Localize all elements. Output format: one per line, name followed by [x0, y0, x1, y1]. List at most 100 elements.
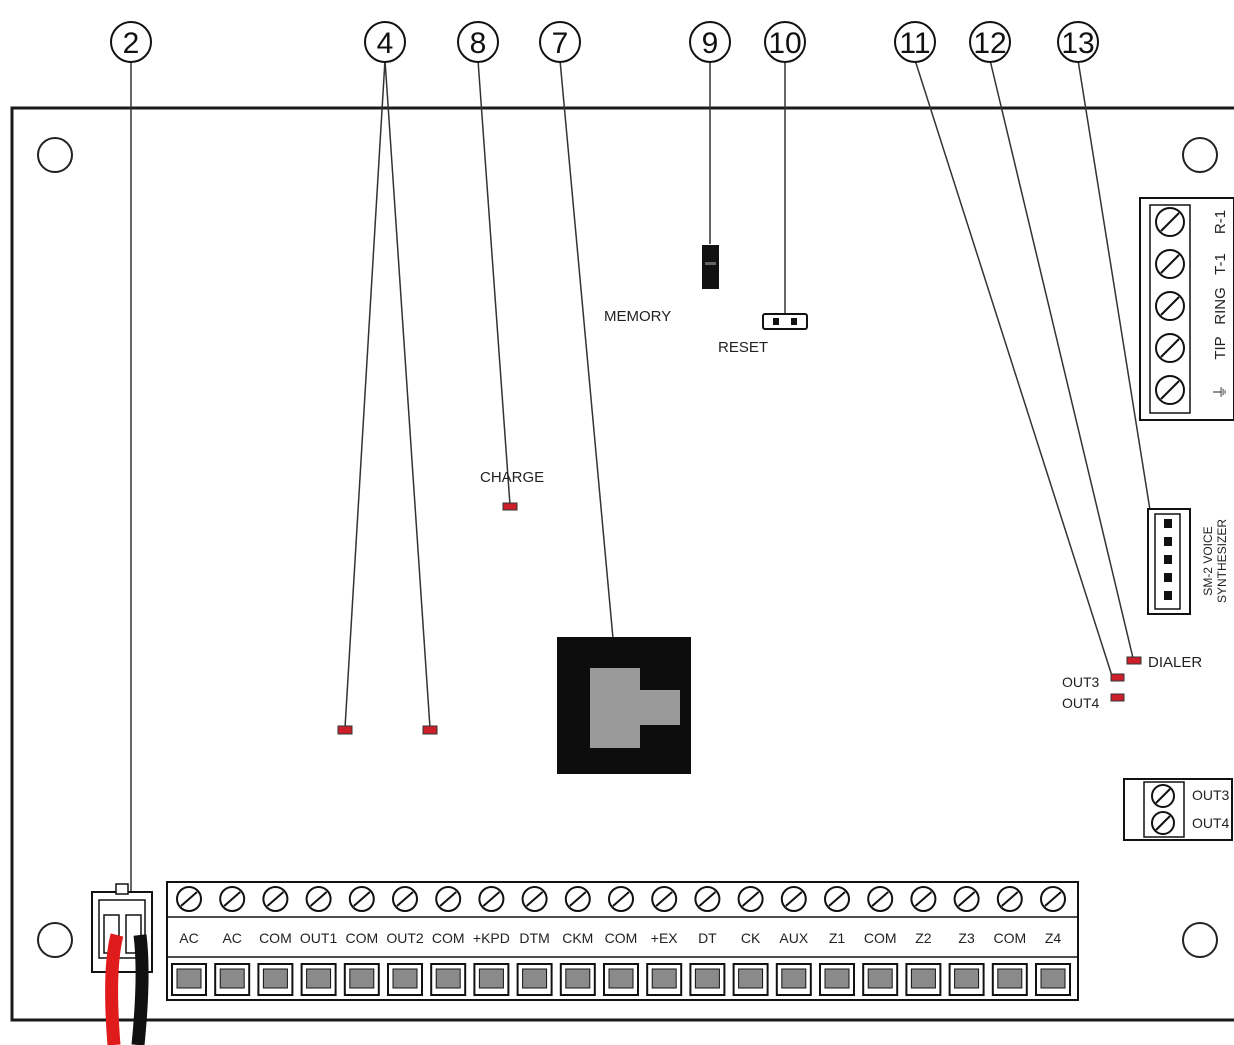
- terminal-clamp: [732, 963, 769, 996]
- callout-13: 13: [1057, 21, 1099, 63]
- terminal-clamp: [819, 963, 855, 996]
- terminal-label-ring: RING: [1212, 287, 1229, 325]
- terminal-clamp: [603, 963, 639, 996]
- svg-text:13: 13: [1061, 27, 1094, 60]
- callout-10: 10: [764, 21, 806, 63]
- terminal-screw: [824, 886, 850, 912]
- callout-11: 11: [894, 21, 936, 63]
- callout-4: 4: [364, 21, 406, 63]
- terminal-screw: [910, 886, 937, 912]
- terminal-screw: [219, 886, 246, 912]
- out3-led: [1110, 673, 1125, 682]
- output-led-1: [337, 725, 353, 735]
- svg-text:2: 2: [123, 27, 140, 60]
- terminal-label: DT: [698, 930, 717, 946]
- svg-text:7: 7: [552, 27, 569, 60]
- terminal-clamp: [171, 963, 207, 996]
- terminal-clamp: [257, 963, 294, 996]
- terminal-label: COM: [605, 930, 638, 946]
- terminal-clamp: [343, 963, 380, 996]
- dialer-label: DIALER: [1148, 654, 1202, 671]
- terminal-label-tip: TIP: [1212, 336, 1229, 359]
- terminal-screw: [521, 886, 548, 912]
- terminal-label: OUT2: [386, 930, 424, 946]
- dialer-led: [1126, 656, 1142, 665]
- terminal-label-t1: T-1: [1212, 253, 1229, 275]
- terminal-clamp: [905, 963, 942, 996]
- ground-icon: ⏚: [1212, 384, 1229, 399]
- out3-terminal-label: OUT3: [1192, 787, 1230, 803]
- terminal-label: AC: [179, 930, 198, 946]
- memory-label: MEMORY: [604, 308, 671, 325]
- terminal-label: Z3: [958, 930, 975, 946]
- callout-2: 2: [110, 21, 152, 63]
- terminal-label: CK: [741, 930, 761, 946]
- terminal-clamp: [516, 963, 553, 996]
- terminal-label: AUX: [779, 930, 808, 946]
- mounting-hole-top-right: [1182, 137, 1218, 173]
- voice-label-line2: SYNTHESIZER: [1215, 519, 1229, 603]
- callout-12: 12: [969, 21, 1011, 63]
- terminal-label: Z4: [1045, 930, 1062, 946]
- terminal-clamp: [646, 963, 683, 996]
- terminal-clamp: [775, 963, 812, 996]
- terminal-label: AC: [222, 930, 241, 946]
- callout-markers: 2 4 8 7 9 10 11 12 13: [110, 21, 1099, 63]
- terminal-label: COM: [345, 930, 378, 946]
- circuit-board-outline: [10, 106, 1234, 1022]
- memory-jumper: [702, 245, 719, 289]
- terminal-clamp: [300, 963, 337, 996]
- black-power-wire: [131, 934, 149, 1045]
- mounting-hole-top-left: [37, 137, 73, 173]
- mounting-hole-bottom-right: [1182, 922, 1218, 958]
- svg-text:11: 11: [899, 27, 930, 60]
- terminal-screw: [996, 886, 1023, 912]
- svg-text:8: 8: [470, 27, 487, 60]
- out3-led-label: OUT3: [1062, 674, 1100, 690]
- terminal-clamp: [991, 963, 1028, 996]
- terminal-screw: [953, 886, 980, 912]
- out4-terminal-label: OUT4: [1192, 815, 1230, 831]
- out4-led: [1110, 693, 1125, 702]
- terminal-clamp: [1035, 963, 1071, 996]
- terminal-label: Z2: [915, 930, 932, 946]
- phone-terminal-block: R-1 T-1 RING TIP ⏚: [1139, 197, 1234, 421]
- terminal-label: DTM: [519, 930, 549, 946]
- terminal-screw: [867, 886, 894, 912]
- charge-led: [502, 502, 518, 511]
- terminal-label: +EX: [651, 930, 679, 946]
- terminal-screw: [651, 886, 678, 912]
- terminal-clamp: [689, 963, 726, 996]
- terminal-screw: [694, 886, 721, 912]
- mounting-hole-bottom-left: [37, 922, 73, 958]
- terminal-screw: [737, 886, 764, 912]
- terminal-label: +KPD: [473, 930, 510, 946]
- terminal-screw: [262, 886, 289, 912]
- terminal-label: COM: [259, 930, 292, 946]
- reset-label: RESET: [718, 339, 768, 356]
- svg-text:9: 9: [702, 27, 719, 60]
- svg-text:12: 12: [973, 27, 1006, 60]
- terminal-label: OUT1: [300, 930, 338, 946]
- terminal-label-r1: R-1: [1212, 210, 1229, 234]
- output-terminal-block: OUT3 OUT4: [1123, 778, 1233, 841]
- terminal-clamp: [473, 963, 510, 996]
- terminal-clamp: [214, 963, 251, 996]
- terminal-screw: [348, 886, 375, 912]
- terminal-screw: [608, 886, 634, 912]
- output-led-2: [422, 725, 438, 735]
- terminal-clamp: [948, 963, 985, 996]
- terminal-screw: [305, 886, 332, 912]
- terminal-screw: [392, 886, 418, 912]
- voice-label-line1: SM-2 VOICE: [1201, 526, 1215, 595]
- red-power-wire: [105, 933, 124, 1045]
- svg-text:10: 10: [768, 27, 801, 60]
- terminal-screw: [564, 886, 591, 912]
- callout-9: 9: [689, 21, 731, 63]
- callout-leader-lines: [130, 59, 1159, 925]
- voice-synthesizer-connector: SM-2 VOICE SYNTHESIZER: [1147, 508, 1229, 615]
- charge-label: CHARGE: [480, 469, 544, 486]
- terminal-screw: [780, 886, 807, 912]
- terminal-label: CKM: [562, 930, 593, 946]
